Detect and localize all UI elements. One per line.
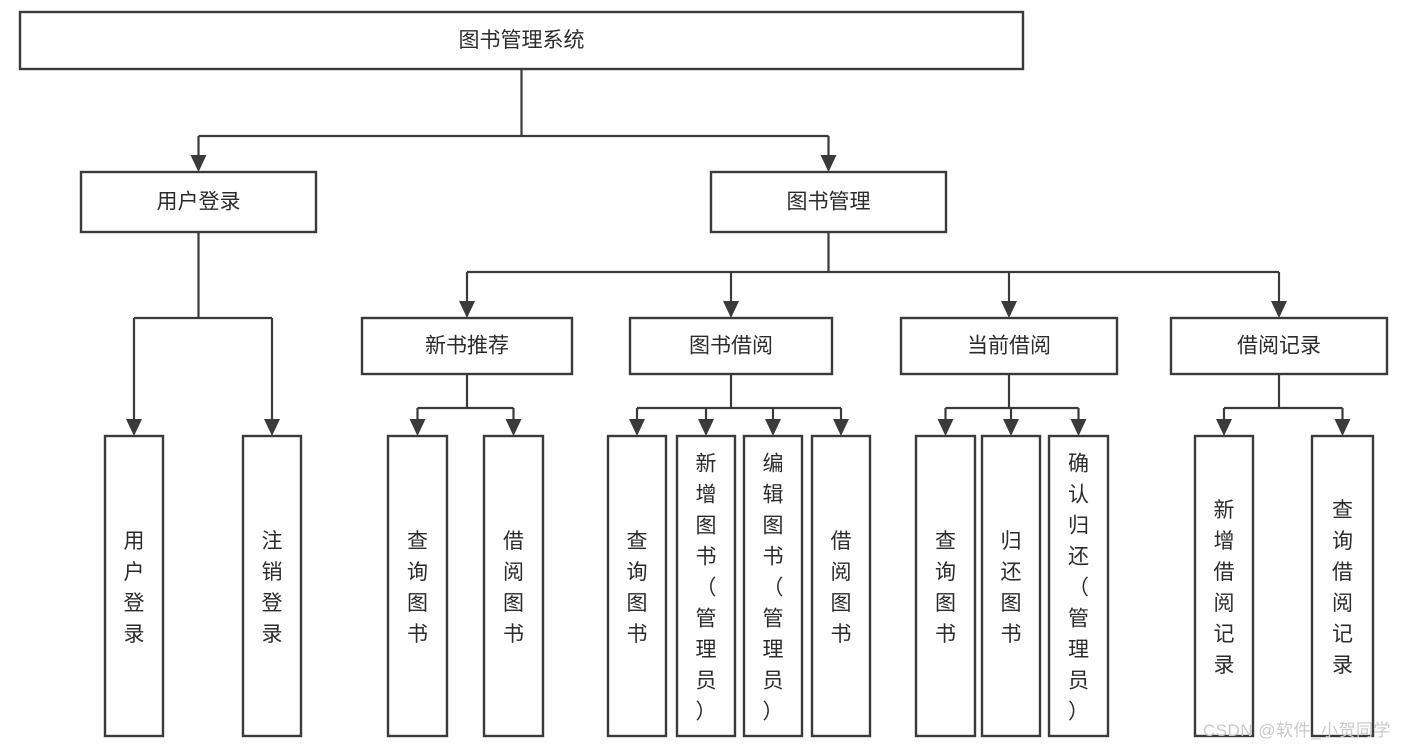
node-bb-query[interactable]: 查询图书 (606, 434, 668, 738)
node-label-book-management: 图书管理 (787, 191, 871, 214)
node-box-nbr-borrow (482, 434, 545, 738)
arrow-head (190, 155, 207, 172)
node-box-br-add (1193, 434, 1255, 738)
node-box-br-query (1310, 434, 1375, 738)
node-box-cb-confirm (1047, 434, 1110, 738)
node-box-user-login (79, 170, 318, 234)
node-bb-edit[interactable]: 编辑图书（管理员） (742, 434, 804, 738)
node-label-new-book-rec: 新书推荐 (425, 335, 509, 358)
node-bb-borrow[interactable]: 借阅图书 (810, 434, 872, 738)
node-box-cb-query (914, 434, 977, 738)
node-label-bb-edit: 编辑图书（管理员） (763, 453, 784, 724)
node-nbr-query[interactable]: 查询图书 (386, 434, 449, 738)
node-label-nbr-borrow: 借阅图书 (503, 530, 524, 646)
node-cb-query[interactable]: 查询图书 (914, 434, 977, 738)
node-label-user-login: 用户登录 (157, 191, 241, 214)
node-br-add[interactable]: 新增借阅记录 (1193, 434, 1255, 738)
node-label-nbr-query: 查询图书 (407, 530, 428, 646)
arrow-head (723, 301, 739, 318)
node-book-borrow[interactable]: 图书借阅 (628, 316, 834, 376)
arrow-head (409, 419, 426, 436)
node-label-br-add: 新增借阅记录 (1214, 499, 1235, 677)
node-label-bb-borrow: 借阅图书 (831, 530, 852, 646)
node-label-root: 图书管理系统 (459, 29, 585, 52)
arrow-head (1070, 419, 1087, 436)
arrow-head (264, 419, 280, 436)
arrow-head (937, 419, 954, 436)
node-new-book-rec[interactable]: 新书推荐 (360, 316, 574, 376)
node-box-bb-add (675, 434, 737, 738)
node-br-query[interactable]: 查询借阅记录 (1310, 434, 1375, 738)
node-label-book-borrow: 图书借阅 (689, 335, 773, 358)
node-label-cb-confirm: 确认归还（管理员） (1068, 453, 1089, 724)
nodes-layer: 图书管理系统用户登录图书管理新书推荐图书借阅当前借阅借阅记录用户登录注销登录查询… (18, 10, 1389, 738)
arrow-head (1271, 301, 1287, 318)
node-book-management[interactable]: 图书管理 (709, 170, 948, 234)
node-box-cb-return (980, 434, 1042, 738)
arrow-head (1334, 419, 1351, 436)
node-box-book-management (709, 170, 948, 234)
node-label-br-query: 查询借阅记录 (1332, 499, 1353, 677)
node-box-user-login-leaf (103, 434, 165, 738)
node-root[interactable]: 图书管理系统 (18, 10, 1025, 71)
node-box-root (18, 10, 1025, 71)
node-label-current-borrow: 当前借阅 (967, 335, 1051, 358)
arrow-head (833, 419, 849, 436)
node-label-user-login-leaf: 用户登录 (124, 530, 145, 646)
arrow-head (698, 419, 714, 436)
node-label-bb-query: 查询图书 (627, 530, 648, 646)
node-label-borrow-record: 借阅记录 (1237, 335, 1321, 358)
node-cb-return[interactable]: 归还图书 (980, 434, 1042, 738)
arrow-head (126, 419, 142, 436)
arrow-head (765, 419, 781, 436)
arrow-head (1003, 419, 1019, 436)
arrow-head (505, 419, 522, 436)
arrow-head (629, 419, 645, 436)
node-label-logout-leaf: 注销登录 (262, 530, 283, 646)
node-box-new-book-rec (360, 316, 574, 376)
node-current-borrow[interactable]: 当前借阅 (899, 316, 1119, 376)
csdn-watermark: CSDN @软件_小贺同学 (1202, 721, 1391, 740)
node-cb-confirm[interactable]: 确认归还（管理员） (1047, 434, 1110, 738)
node-box-bb-query (606, 434, 668, 738)
node-box-bb-edit (742, 434, 804, 738)
node-borrow-record[interactable]: 借阅记录 (1169, 316, 1389, 376)
node-user-login[interactable]: 用户登录 (79, 170, 318, 234)
node-label-bb-add: 新增图书（管理员） (696, 453, 717, 724)
arrow-head (459, 301, 475, 318)
node-box-nbr-query (386, 434, 449, 738)
node-bb-add[interactable]: 新增图书（管理员） (675, 434, 737, 738)
arrow-head (1001, 301, 1017, 318)
node-box-bb-borrow (810, 434, 872, 738)
node-box-current-borrow (899, 316, 1119, 376)
node-label-cb-return: 归还图书 (1001, 530, 1022, 646)
node-box-borrow-record (1169, 316, 1389, 376)
node-box-book-borrow (628, 316, 834, 376)
node-user-login-leaf[interactable]: 用户登录 (103, 434, 165, 738)
node-logout-leaf[interactable]: 注销登录 (241, 434, 303, 738)
connectors-layer (126, 69, 1351, 436)
node-nbr-borrow[interactable]: 借阅图书 (482, 434, 545, 738)
node-label-cb-query: 查询图书 (935, 530, 956, 646)
arrow-head (820, 155, 837, 172)
node-box-logout-leaf (241, 434, 303, 738)
arrow-head (1216, 419, 1232, 436)
